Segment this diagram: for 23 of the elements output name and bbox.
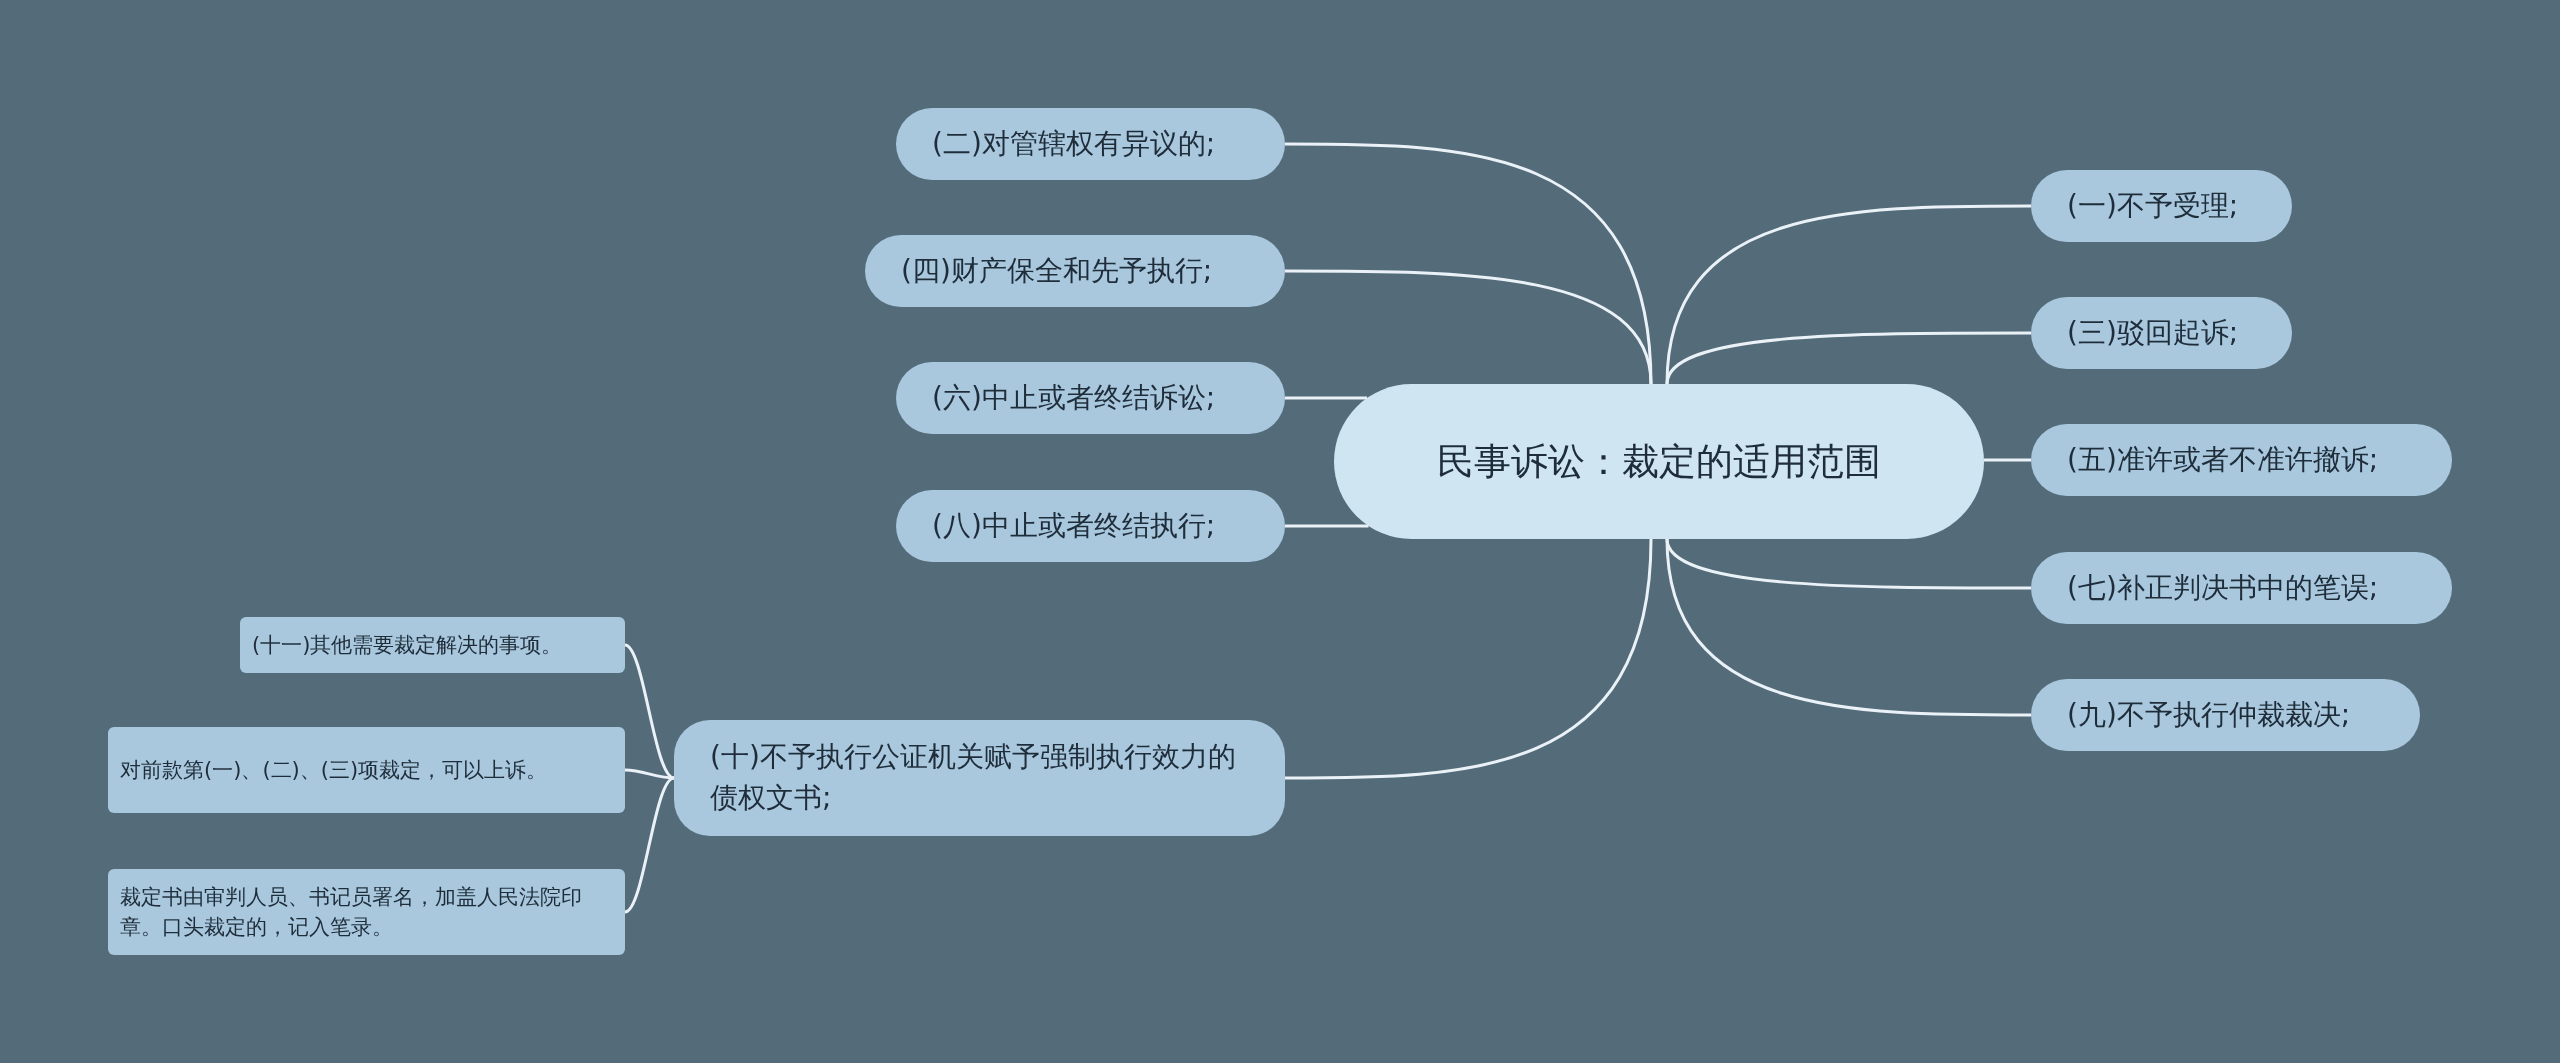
topic-box: (一)不予受理;: [2031, 170, 2292, 242]
connector-line: [1665, 538, 2031, 717]
connector-line: [1285, 538, 1653, 780]
connector-line: [1285, 524, 1369, 528]
connector-line: [1665, 331, 2031, 385]
topic-box: (十)不予执行公证机关赋予强制执行效力的债权文书;: [674, 720, 1285, 836]
topic-box: (四)财产保全和先予执行;: [865, 235, 1285, 307]
topic-box: (八)中止或者终结执行;: [896, 490, 1285, 562]
connector-line: [1285, 269, 1653, 385]
topic-box: (七)补正判决书中的笔误;: [2031, 552, 2452, 624]
topic-box: (五)准许或者不准许撤诉;: [2031, 424, 2452, 496]
topic-box: (三)驳回起诉;: [2031, 297, 2292, 369]
connector-line: [1984, 458, 2031, 462]
topic-box: (六)中止或者终结诉讼;: [896, 362, 1285, 434]
topic-box: (二)对管辖权有异议的;: [896, 108, 1285, 180]
connector-line: [624, 768, 675, 780]
subtopic-box: (十一)其他需要裁定解决的事项。: [240, 617, 625, 673]
subtopic-box: 裁定书由审判人员、书记员署名，加盖人民法院印章。口头裁定的，记入笔录。: [108, 869, 625, 955]
central-topic-box: 民事诉讼：裁定的适用范围: [1334, 384, 1984, 539]
topic-box: (九)不予执行仲裁裁决;: [2031, 679, 2420, 751]
subtopic-box: 对前款第(一)、(二)、(三)项裁定，可以上诉。: [108, 727, 625, 813]
connector-line: [624, 776, 675, 914]
connector-line: [1285, 396, 1368, 400]
